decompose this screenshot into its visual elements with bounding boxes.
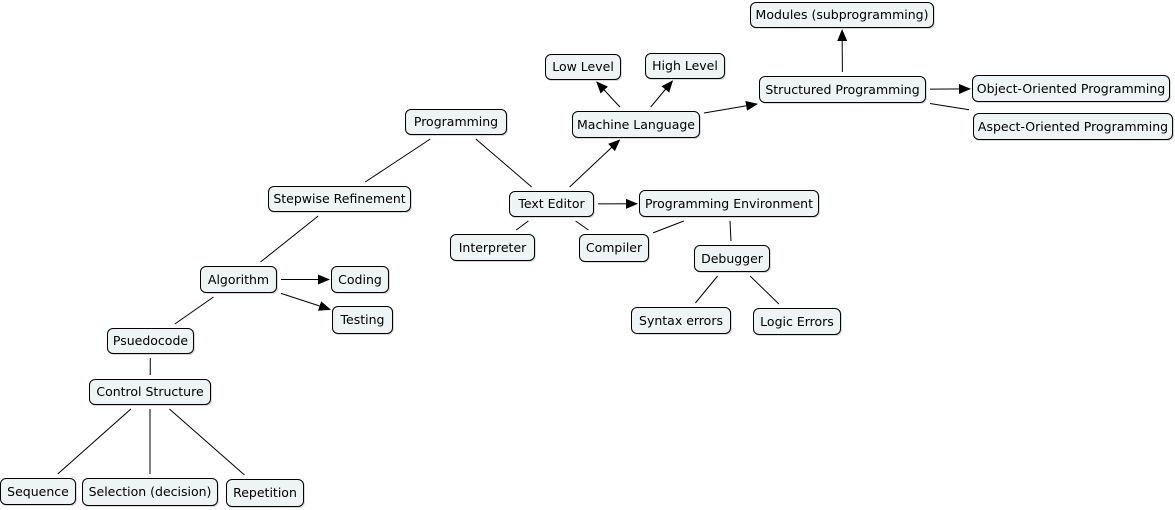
connection-machine-language-to-low-level: [596, 81, 621, 108]
connection-programming-to-text-editor: [475, 138, 533, 188]
connection-algorithm-to-psuedocode: [174, 296, 214, 325]
connection-debugger-to-syntax-errors: [695, 275, 718, 304]
connection-text-editor-to-machine-language: [569, 139, 621, 188]
node-syntax-errors: Syntax errors: [631, 307, 731, 334]
connection-text-editor-to-interpreter: [515, 220, 529, 231]
node-repetition: Repetition: [226, 479, 304, 507]
connection-structured-to-aspect-oriented: [929, 103, 970, 111]
node-structured-programming: Structured Programming: [759, 76, 926, 103]
node-compiler: Compiler: [579, 234, 649, 262]
node-psuedocode: Psuedocode: [107, 328, 194, 354]
node-machine-language: Machine Language: [572, 111, 700, 138]
node-coding: Coding: [331, 266, 389, 293]
connection-debugger-to-logic-errors: [749, 275, 780, 305]
node-programming: Programming: [405, 109, 507, 135]
node-stepwise-refinement: Stepwise Refinement: [268, 186, 411, 212]
node-aspect-oriented-programming: Aspect-Oriented Programming: [973, 113, 1173, 140]
node-control-structure: Control Structure: [89, 379, 211, 405]
connection-programming-env-to-compiler: [652, 220, 684, 234]
connection-machine-language-to-high-level: [650, 80, 674, 108]
node-programming-environment: Programming Environment: [639, 190, 819, 217]
node-selection-decision: Selection (decision): [82, 478, 218, 506]
node-high-level: High Level: [645, 53, 725, 79]
node-debugger: Debugger: [694, 245, 770, 272]
node-algorithm: Algorithm: [200, 266, 277, 293]
connection-algorithm-to-testing: [280, 292, 331, 311]
node-modules: Modules (subprogramming): [750, 2, 934, 28]
connection-text-editor-to-compiler: [575, 220, 589, 231]
connection-control-structure-to-sequence: [57, 408, 132, 475]
node-text-editor: Text Editor: [509, 191, 594, 217]
connection-control-structure-to-repetition: [169, 408, 245, 476]
node-logic-errors: Logic Errors: [753, 308, 841, 335]
node-interpreter: Interpreter: [450, 234, 535, 261]
connection-machine-language-to-structured: [703, 100, 758, 114]
connection-programming-env-to-debugger: [729, 220, 732, 242]
node-low-level: Low Level: [545, 54, 621, 80]
connection-programming-to-stepwise: [364, 138, 431, 183]
node-object-oriented-programming: Object-Oriented Programming: [972, 75, 1170, 102]
node-testing: Testing: [332, 306, 393, 334]
node-sequence: Sequence: [0, 478, 76, 505]
connection-stepwise-to-algorithm: [260, 215, 319, 263]
